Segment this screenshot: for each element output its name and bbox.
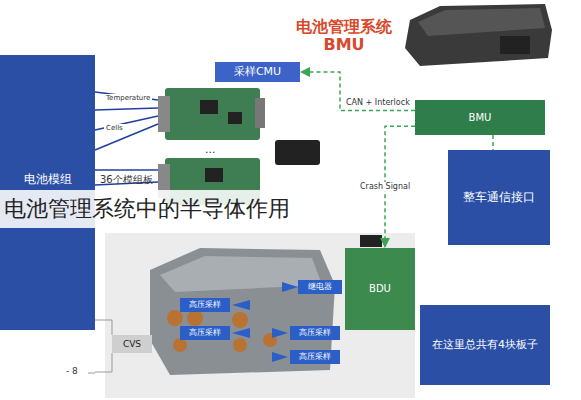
title-banner: 电池管理系统中的半导体作用 <box>0 190 340 228</box>
sense-wires <box>95 92 158 185</box>
hv-sense-tag: 高压采样 <box>180 298 230 312</box>
ellipsis: ... <box>205 144 216 157</box>
relay-tag: 继电器 <box>298 280 342 294</box>
hv-sense-tag: 高压采样 <box>290 326 340 340</box>
bmu-board: BMU <box>415 100 545 135</box>
bmu-housing-top <box>418 8 545 36</box>
signal-name: Temperature <box>104 94 152 102</box>
chip <box>205 168 223 182</box>
busbars <box>167 310 277 352</box>
callout-number: - 8 <box>66 366 78 376</box>
board-count: 36个模组板 <box>100 174 153 186</box>
node-text: 高压采样 <box>189 300 221 309</box>
node-text: BMU <box>469 112 492 124</box>
board-connector <box>255 98 265 128</box>
node-text: BDU <box>369 283 391 295</box>
node-text: CVS <box>123 339 141 349</box>
chip <box>200 100 218 114</box>
node-text: 电池模组 <box>24 173 72 187</box>
node-text: 采样CMU <box>234 66 281 79</box>
node-text: 在这里总共有4块板子 <box>432 339 538 352</box>
note-box: 在这里总共有4块板子 <box>420 305 550 385</box>
node-text: 高压采样 <box>299 328 331 337</box>
product-heading: 电池管理系统 BMU <box>290 18 398 55</box>
cvs-chip: CVS <box>112 335 152 353</box>
node-text: 继电器 <box>308 282 332 291</box>
node-text: 高压采样 <box>299 352 331 361</box>
housing-connector <box>500 36 530 54</box>
interface-box: 整车通信接口 <box>448 150 550 245</box>
node-text: 高压采样 <box>189 328 221 337</box>
hv-sense-tag: 高压采样 <box>180 326 230 340</box>
illustration-panel <box>105 233 415 398</box>
junction-box <box>150 248 335 375</box>
signal-name: Cells <box>104 124 125 132</box>
cmu-box: 采样CMU <box>215 62 300 82</box>
gateway-device <box>275 140 320 165</box>
bdu-connector <box>360 235 382 247</box>
node-text: 整车通信接口 <box>463 191 535 205</box>
edge-label: Crash Signal <box>358 182 412 191</box>
cmu-board <box>165 88 260 140</box>
hv-sense-tag: 高压采样 <box>290 350 340 364</box>
bdu-board: BDU <box>345 248 415 330</box>
chip <box>228 112 242 124</box>
signal-connector <box>492 135 494 150</box>
signal-connector <box>301 72 415 111</box>
board-connector <box>158 96 170 132</box>
edge-label: CAN + Interlock <box>344 98 412 107</box>
pointer-arrows <box>232 282 298 362</box>
bmu-housing <box>405 4 552 66</box>
